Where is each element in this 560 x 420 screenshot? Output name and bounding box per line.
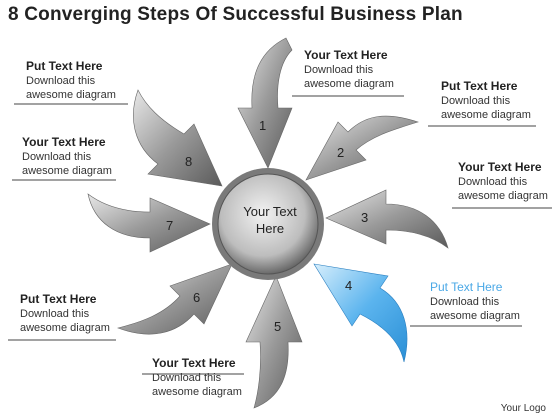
label-step-6-heading: Put Text Here — [20, 292, 97, 306]
label-step-1-line1: Download this — [304, 64, 374, 76]
center-circle — [217, 173, 319, 275]
step-number-5: 5 — [274, 319, 282, 334]
label-step-1-heading: Your Text Here — [304, 48, 388, 62]
label-step-4-heading: Put Text Here — [430, 280, 503, 294]
label-step-2: Put Text Here Download this awesome diag… — [441, 79, 531, 122]
arrow-step-7 — [87, 193, 211, 253]
label-step-7-line2: awesome diagram — [22, 165, 112, 177]
step-number-7: 7 — [166, 218, 174, 233]
step-number-3: 3 — [361, 210, 369, 225]
label-step-8-heading: Put Text Here — [26, 59, 103, 73]
arrow-step-3 — [325, 189, 449, 249]
label-step-5-line2: awesome diagram — [152, 386, 242, 398]
label-step-2-line2: awesome diagram — [441, 109, 531, 121]
step-number-8: 8 — [185, 154, 193, 169]
label-step-5-line1: Download this — [152, 372, 222, 384]
label-step-7: Your Text Here Download this awesome dia… — [22, 135, 112, 178]
arrow-step-6 — [116, 263, 233, 335]
label-step-3-line2: awesome diagram — [458, 190, 548, 202]
diagram-title: 8 Converging Steps Of Successful Busines… — [8, 4, 463, 25]
label-step-8-line1: Download this — [26, 75, 96, 87]
label-step-2-line1: Download this — [441, 95, 511, 107]
center-label: Your Text Here — [222, 203, 318, 237]
label-step-6-line1: Download this — [20, 308, 90, 320]
arrow-step-4 — [313, 263, 408, 363]
label-step-6: Put Text Here Download this awesome diag… — [20, 292, 110, 335]
step-number-6: 6 — [193, 290, 201, 305]
label-step-4: Put Text Here Download this awesome diag… — [430, 280, 520, 323]
arrow-step-8 — [133, 89, 223, 187]
label-step-7-heading: Your Text Here — [22, 135, 106, 149]
label-step-1-line2: awesome diagram — [304, 78, 394, 90]
label-step-4-line1: Download this — [430, 296, 500, 308]
label-step-8: Put Text Here Download this awesome diag… — [26, 59, 116, 102]
step-number-4: 4 — [345, 278, 353, 293]
label-step-3-line1: Download this — [458, 176, 528, 188]
center-line-2: Here — [255, 221, 285, 236]
arrow-step-2 — [305, 115, 419, 181]
label-step-5-heading: Your Text Here — [152, 356, 236, 370]
step-number-1: 1 — [259, 118, 267, 133]
step-number-2: 2 — [337, 145, 345, 160]
label-step-1: Your Text Here Download this awesome dia… — [304, 48, 394, 91]
label-step-4-line2: awesome diagram — [430, 310, 520, 322]
label-step-3: Your Text Here Download this awesome dia… — [458, 160, 548, 203]
label-step-8-line2: awesome diagram — [26, 89, 116, 101]
label-step-6-line2: awesome diagram — [20, 322, 110, 334]
arrow-step-1 — [237, 37, 293, 169]
label-step-2-heading: Put Text Here — [441, 79, 518, 93]
center-line-1: Your Text — [243, 204, 297, 219]
label-underlines — [8, 95, 552, 375]
label-step-5: Your Text Here Download this awesome dia… — [152, 356, 242, 399]
arrow-step-5 — [245, 275, 303, 409]
label-step-7-line1: Download this — [22, 151, 92, 163]
logo-text: Your Logo — [500, 403, 546, 414]
label-step-3-heading: Your Text Here — [458, 160, 542, 174]
